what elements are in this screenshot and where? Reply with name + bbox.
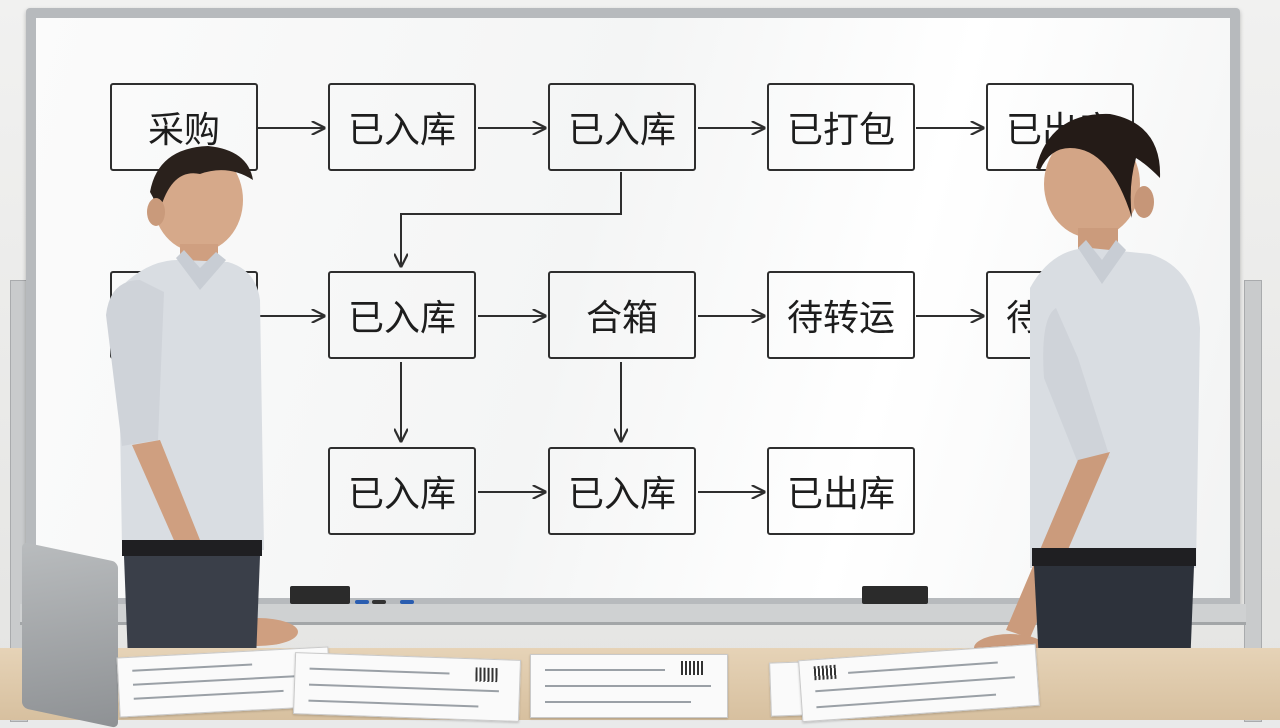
node-label: 合箱 — [585, 298, 658, 339]
node-r1c3: 已入库 — [548, 83, 696, 171]
node-r1c2: 已入库 — [328, 83, 476, 171]
marker-dark — [372, 600, 386, 604]
node-r2c3: 合箱 — [548, 271, 696, 359]
node-r1c4: 已打包 — [767, 83, 915, 171]
barcode-icon — [681, 661, 703, 675]
eraser-left — [290, 586, 350, 604]
doc-line — [816, 693, 997, 709]
node-r3c4: 已出库 — [767, 447, 915, 535]
marker-blue — [355, 600, 369, 604]
node-r3c3: 已入库 — [548, 447, 696, 535]
doc-line — [309, 667, 450, 675]
doc-line — [132, 663, 253, 672]
node-r2c2: 已入库 — [328, 271, 476, 359]
marker-tray — [20, 604, 1246, 625]
doc-line — [848, 661, 998, 674]
node-label: 已入库 — [567, 110, 676, 151]
barcode-icon — [813, 664, 837, 681]
doc-line — [308, 699, 479, 708]
node-label: 已出库 — [786, 474, 895, 515]
doc-line — [133, 689, 284, 700]
eraser-right — [862, 586, 928, 604]
doc-line — [545, 669, 665, 671]
person-right — [974, 113, 1200, 720]
node-label: 已入库 — [567, 474, 676, 515]
barcode-icon — [475, 667, 498, 683]
arrow-drop-r1c3-r2c2 — [401, 172, 622, 266]
node-label: 待转运 — [786, 298, 895, 339]
node-r3c2: 已入库 — [328, 447, 476, 535]
doc-line — [815, 676, 1015, 693]
node-label: 已入库 — [347, 298, 456, 339]
node-label: 采购 — [147, 110, 220, 151]
person-left — [106, 146, 298, 660]
document-2 — [292, 652, 522, 722]
doc-line — [545, 685, 711, 687]
doc-line — [132, 674, 303, 686]
doc-line — [545, 701, 691, 703]
doc-line — [308, 683, 499, 693]
laptop — [22, 541, 118, 728]
marker-blue-2 — [400, 600, 414, 604]
node-label: 已入库 — [347, 110, 456, 151]
document-3 — [530, 654, 728, 718]
node-label: 已打包 — [786, 110, 895, 151]
node-label: 已入库 — [347, 474, 456, 515]
node-r2c4: 待转运 — [767, 271, 915, 359]
